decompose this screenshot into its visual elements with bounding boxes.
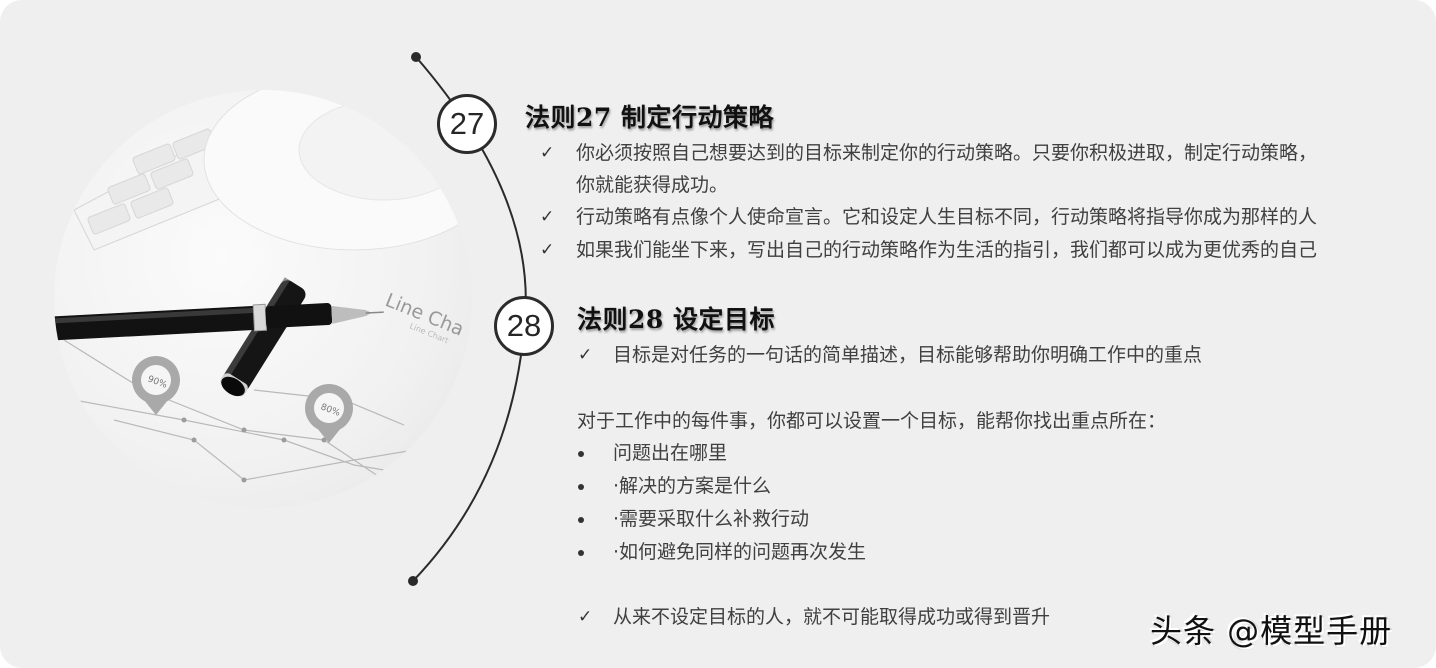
rule-27-point-1-line-2: 你就能获得成功。	[576, 174, 729, 196]
rule-27-point-1-line-1: 你必须按照自己想要达到的目标来制定你的行动策略。只要你积极进取，制定行动策略，	[576, 142, 1318, 164]
bullet-icon	[578, 484, 584, 490]
timeline-start-dot	[411, 52, 421, 62]
desk-photo: 90% 80% Line Cha Line Chart	[54, 90, 472, 508]
check-icon: ✓	[540, 207, 555, 227]
rule-27-title: 法则27 制定行动策略	[525, 103, 774, 132]
rule-28-closing: 从来不设定目标的人，就不可能取得成功或得到晋升	[613, 606, 1051, 628]
rule-28-number-badge: 28	[494, 296, 554, 356]
check-icon: ✓	[578, 607, 593, 627]
rule-28-bullet-3: ·需要采取什么补救行动	[613, 508, 810, 530]
rule-27-point-2: 行动策略有点像个人使命宣言。它和设定人生目标不同，行动策略将指导你成为那样的人	[576, 206, 1318, 228]
photo-illustration: 90% 80% Line Cha Line Chart	[54, 90, 472, 483]
bullet-icon	[578, 517, 584, 523]
watermark: 头条 @模型手册	[1150, 612, 1393, 650]
rule-28-point-1: 目标是对任务的一句话的简单描述，目标能够帮助你明确工作中的重点	[613, 344, 1203, 366]
rule-28-intro: 对于工作中的每件事，你都可以设置一个目标，能帮你找出重点所在：	[577, 410, 1167, 432]
timeline-end-dot	[408, 576, 418, 586]
rule-28-bullet-4: ·如何避免同样的问题再次发生	[613, 541, 867, 563]
rule-28-bullet-1: 问题出在哪里	[613, 442, 728, 464]
check-icon: ✓	[578, 345, 593, 365]
bullet-icon	[578, 451, 584, 457]
bullet-icon	[578, 550, 584, 556]
check-icon: ✓	[540, 143, 555, 163]
check-icon: ✓	[540, 240, 555, 260]
rule-28-title: 法则28 设定目标	[577, 305, 775, 334]
rule-27-number-badge: 27	[437, 94, 497, 154]
rule-28-bullet-2: ·解决的方案是什么	[613, 475, 772, 497]
rule-27-point-3: 如果我们能坐下来，写出自己的行动策略作为生活的指引，我们都可以成为更优秀的自己	[576, 239, 1318, 261]
